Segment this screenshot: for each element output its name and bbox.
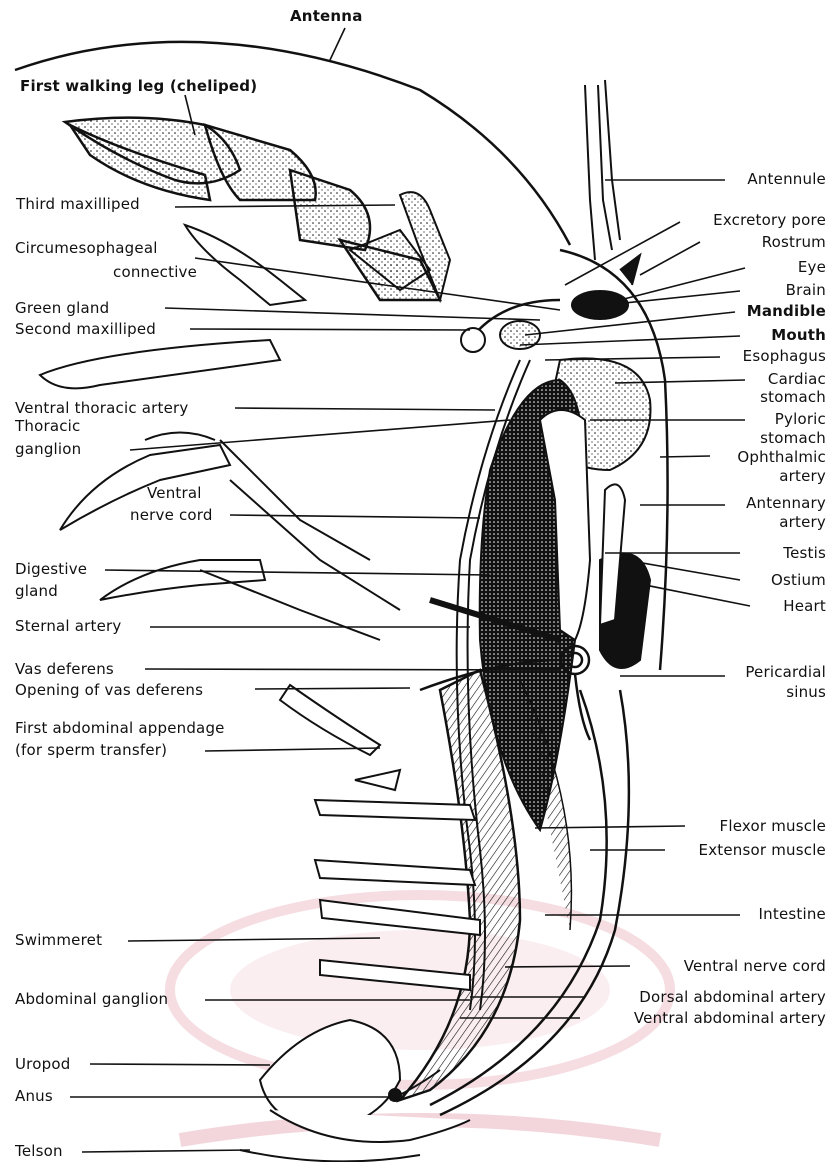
- label-mouth: Mouth: [771, 327, 826, 344]
- label-first-abdominal-appendage-1: First abdominal appendage: [15, 720, 225, 737]
- leader-first-abdominal-appendage: [205, 748, 380, 751]
- leader-cardiac-stomach: [615, 380, 745, 383]
- label-testis: Testis: [783, 545, 826, 562]
- label-first-walking-leg: First walking leg (cheliped): [20, 78, 257, 95]
- label-heart: Heart: [783, 598, 826, 615]
- label-cardiac-stomach-1: Cardiac: [768, 371, 826, 388]
- label-thoracic-ganglion-1: Thoracic: [15, 418, 80, 435]
- leader-eye: [620, 268, 745, 300]
- label-pericardial-sinus-2: sinus: [786, 684, 826, 701]
- leader-antenna: [330, 28, 345, 60]
- label-digestive-gland-1: Digestive: [15, 561, 87, 578]
- leader-circumesophageal: [195, 258, 560, 310]
- label-thoracic-ganglion-2: ganglion: [15, 441, 81, 458]
- label-ostium: Ostium: [771, 572, 826, 589]
- leader-uropod: [90, 1064, 270, 1065]
- leader-swimmeret: [128, 938, 380, 941]
- leader-ventral-nerve-cord-top: [230, 515, 480, 518]
- label-ventral-nerve-cord-top-1: Ventral: [147, 485, 202, 502]
- leader-opening-vas-deferens: [255, 688, 410, 689]
- label-pyloric-stomach-1: Pyloric: [775, 411, 826, 428]
- label-mandible: Mandible: [747, 303, 826, 320]
- label-pyloric-stomach-2: stomach: [760, 430, 826, 447]
- label-circumesophageal-2: connective: [113, 264, 197, 281]
- leader-ventral-nerve-cord-bottom: [505, 966, 630, 967]
- leader-green-gland: [165, 308, 540, 320]
- label-second-maxilliped: Second maxilliped: [15, 321, 156, 338]
- leader-ostium: [625, 560, 740, 580]
- leader-esophagus: [545, 357, 720, 360]
- label-esophagus: Esophagus: [743, 348, 826, 365]
- label-third-maxilliped: Third maxilliped: [16, 196, 140, 213]
- label-green-gland: Green gland: [15, 300, 109, 317]
- leader-first-walking-leg: [185, 95, 195, 135]
- label-rostrum: Rostrum: [762, 234, 826, 251]
- leader-thoracic-ganglion: [130, 420, 510, 450]
- label-anus: Anus: [15, 1088, 53, 1105]
- leader-telson: [82, 1150, 250, 1152]
- label-antenna: Antenna: [290, 8, 363, 25]
- label-sternal-artery: Sternal artery: [15, 618, 121, 635]
- label-dorsal-abdominal-artery: Dorsal abdominal artery: [639, 989, 826, 1006]
- label-flexor-muscle: Flexor muscle: [720, 818, 826, 835]
- label-abdominal-ganglion: Abdominal ganglion: [15, 991, 168, 1008]
- label-ventral-thoracic-artery: Ventral thoracic artery: [15, 400, 188, 417]
- label-extensor-muscle: Extensor muscle: [699, 842, 826, 859]
- label-opening-vas-deferens: Opening of vas deferens: [15, 682, 203, 699]
- label-ophthalmic-artery-2: artery: [779, 468, 826, 485]
- label-first-abdominal-appendage-2: (for sperm transfer): [15, 742, 167, 759]
- leader-third-maxilliped: [175, 205, 395, 207]
- label-ventral-abdominal-artery: Ventral abdominal artery: [634, 1010, 826, 1027]
- label-telson: Telson: [15, 1143, 63, 1160]
- label-eye: Eye: [798, 259, 826, 276]
- leader-ventral-thoracic-artery: [235, 408, 495, 410]
- label-circumesophageal-1: Circumesophageal: [15, 240, 158, 257]
- label-ophthalmic-artery-1: Ophthalmic: [737, 449, 826, 466]
- label-swimmeret: Swimmeret: [15, 932, 102, 949]
- leader-mouth: [520, 336, 740, 345]
- label-cardiac-stomach-2: stomach: [760, 389, 826, 406]
- leader-flexor-muscle: [535, 826, 685, 828]
- leader-heart: [620, 580, 750, 606]
- label-antennule: Antennule: [747, 171, 826, 188]
- leader-second-maxilliped: [190, 329, 470, 330]
- leader-ophthalmic-artery: [660, 456, 710, 457]
- label-vas-deferens: Vas deferens: [15, 661, 114, 678]
- label-ventral-nerve-cord-top-2: nerve cord: [130, 507, 213, 524]
- label-pericardial-sinus-1: Pericardial: [745, 664, 826, 681]
- leader-vas-deferens: [145, 669, 560, 670]
- label-excretory-pore: Excretory pore: [713, 212, 826, 229]
- label-antennary-artery-2: artery: [779, 514, 826, 531]
- leader-digestive-gland: [105, 570, 490, 575]
- label-digestive-gland-2: gland: [15, 583, 58, 600]
- label-uropod: Uropod: [15, 1056, 70, 1073]
- label-intestine: Intestine: [759, 906, 826, 923]
- leader-mandible: [525, 312, 735, 335]
- leader-rostrum: [640, 242, 700, 275]
- label-ventral-nerve-cord-bottom: Ventral nerve cord: [684, 958, 826, 975]
- label-brain: Brain: [786, 282, 826, 299]
- label-antennary-artery-1: Antennary: [746, 495, 826, 512]
- leader-excretory-pore: [565, 222, 680, 285]
